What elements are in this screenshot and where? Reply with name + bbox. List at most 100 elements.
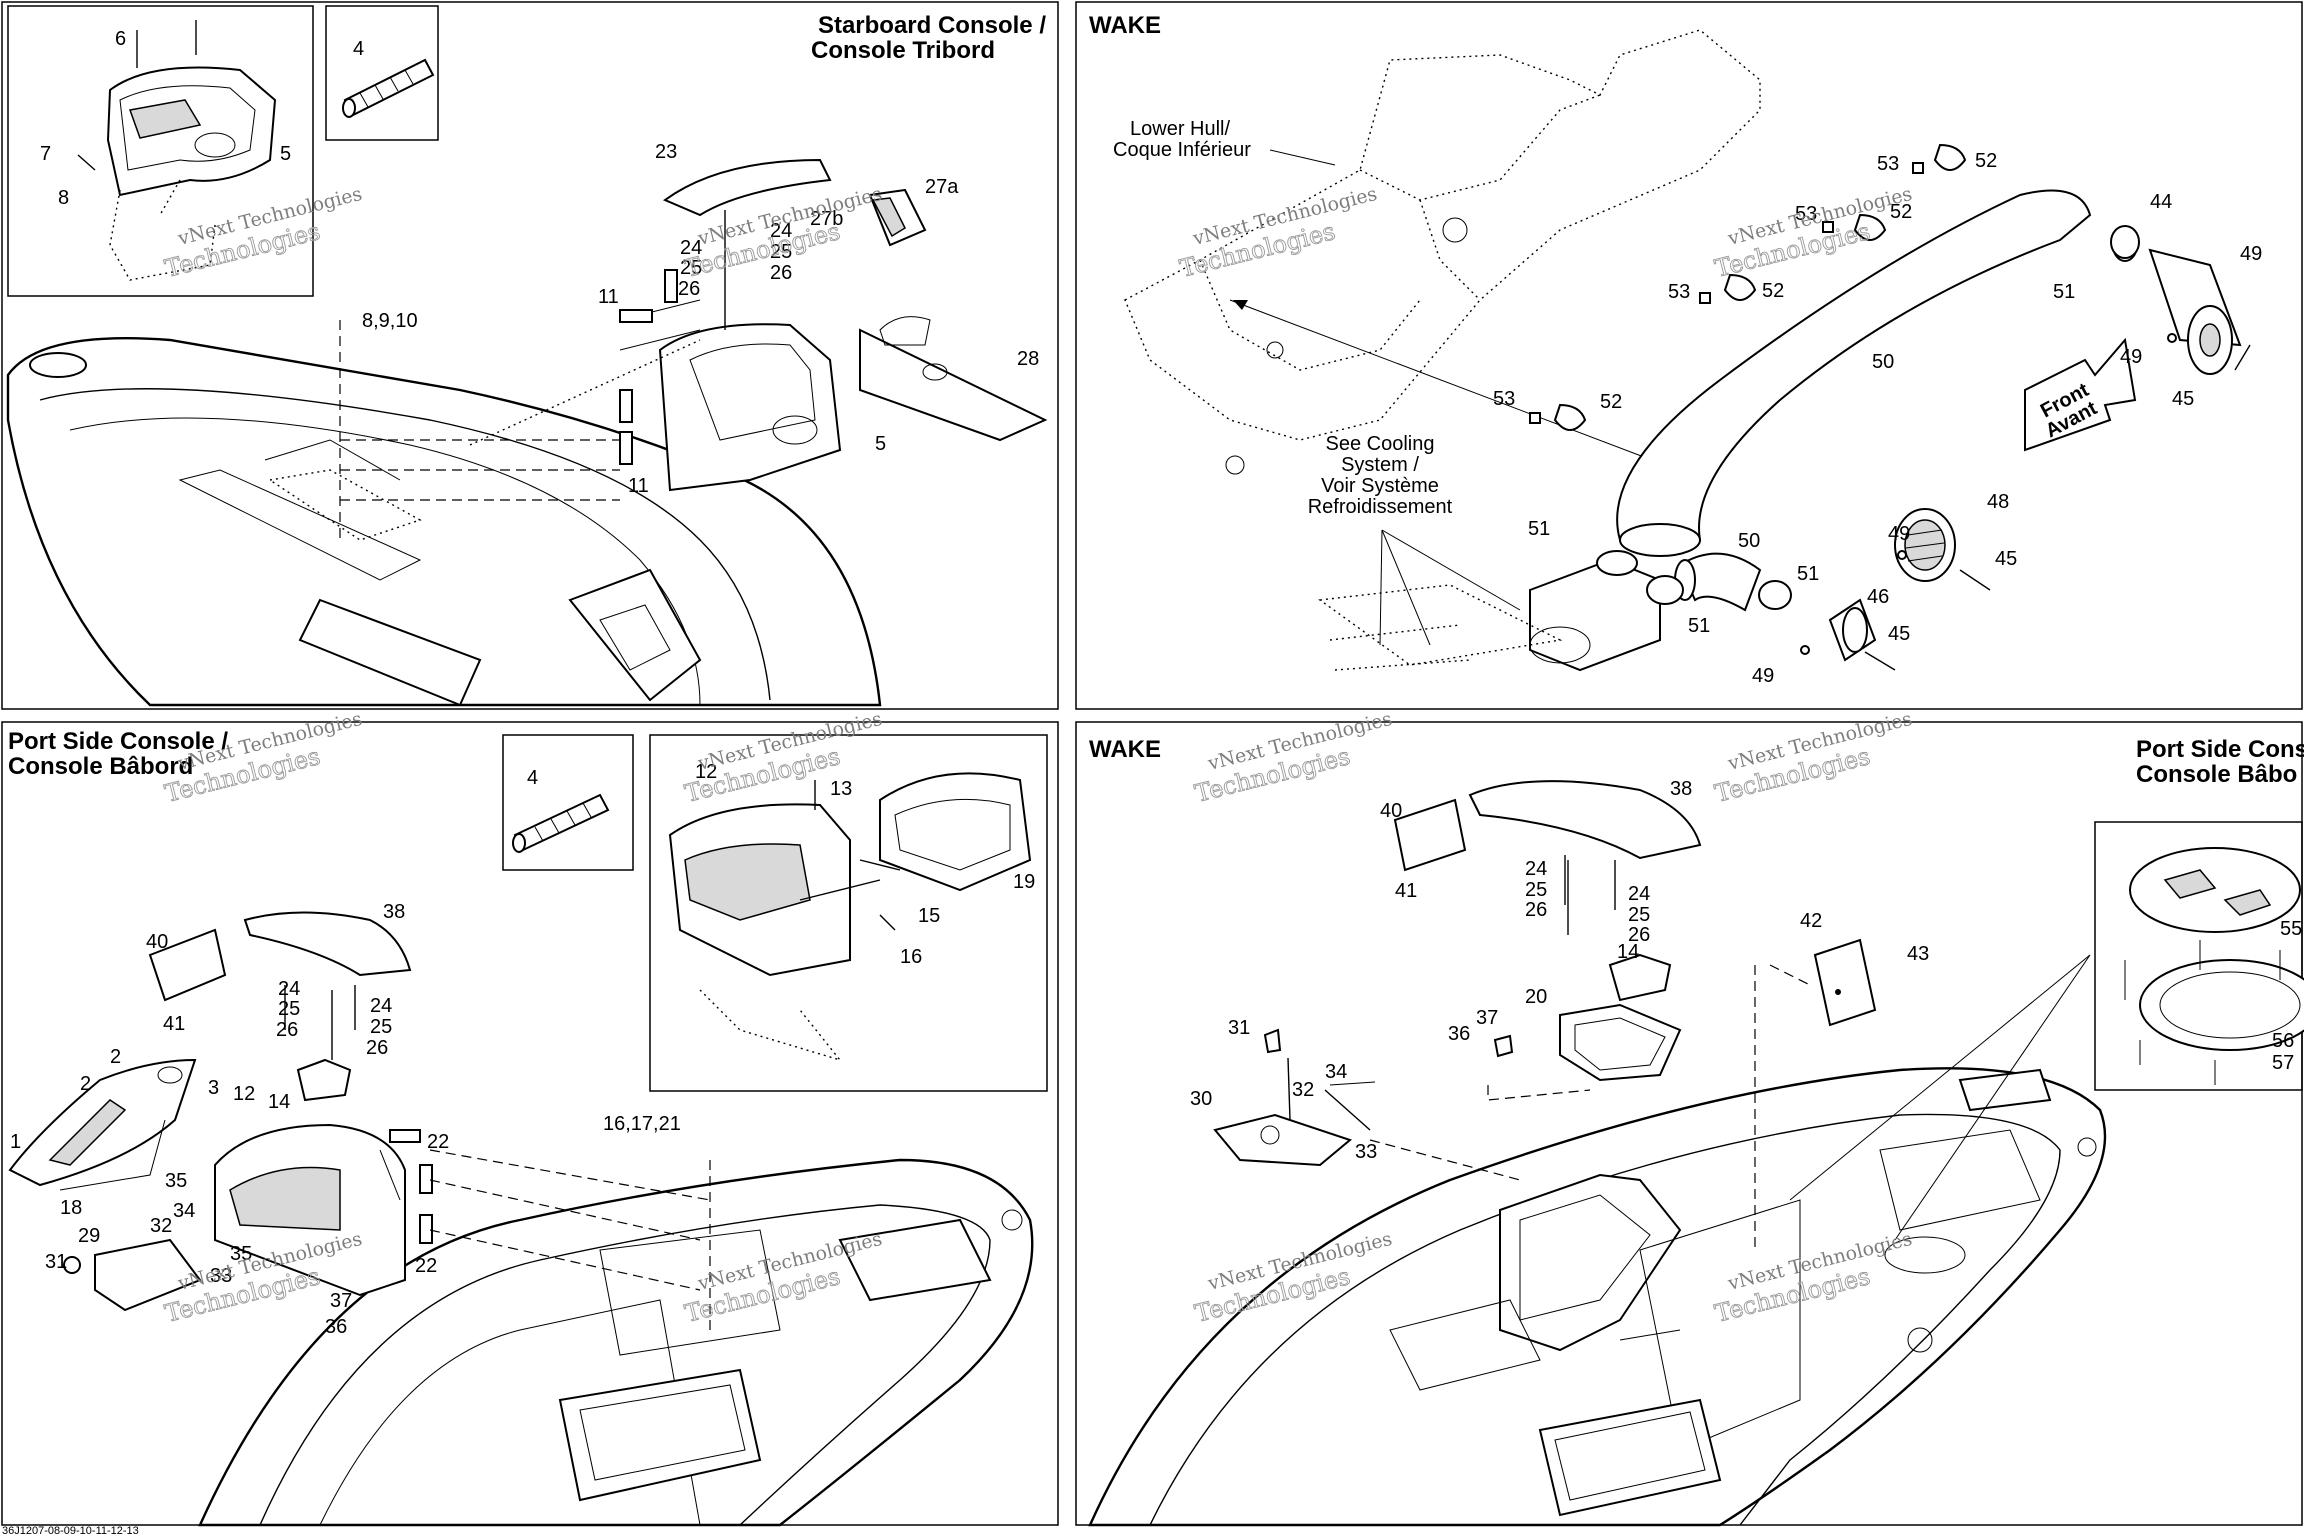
callout-3: 3 [208,1077,219,1099]
callout-25a: 25 [680,257,702,279]
watermark-3: vNext Technologies Technologies [1177,183,1380,283]
callout-33-bottom-right: 33 [1355,1141,1377,1163]
callout-36-bottom-right: 36 [1448,1023,1470,1045]
hull-drawing-top-left [6,337,882,707]
leader-lid-30 [1369,1139,1521,1181]
callout-48: 48 [1987,491,2009,513]
callout-6: 6 [115,28,126,50]
callout-50b: 50 [1738,530,1760,552]
panel-bottom-right: WAKE Port Side Cons Console Bâbo [1088,736,2304,1527]
callout-45c: 45 [1888,623,1910,645]
clamp-51-c [1758,580,1792,610]
callout-53b: 53 [1795,203,1817,225]
callout-8: 8 [58,187,69,209]
callout-29: 29 [78,1225,100,1247]
callout-44: 44 [2150,191,2172,213]
callout-26b: 26 [770,262,792,284]
callout-11a: 11 [598,286,619,308]
tube-part-4 [342,58,435,118]
leader-19 [799,879,881,901]
callout-49d: 49 [1752,665,1774,687]
callout-11b: 11 [628,475,649,497]
callout-43: 43 [1907,943,1929,965]
callout-15: 15 [918,905,940,927]
clamps-52 [1529,143,1967,431]
callout-26a: 26 [678,278,700,300]
note-cooling-line4: Refroidissement [1308,496,1453,518]
callout-5: 5 [875,433,886,455]
callout-53d: 53 [1493,388,1515,410]
callout-4: 4 [353,38,364,60]
front-direction-arrow: Front Avant [2024,337,2137,452]
leader-inset-hatch-b [1894,954,2091,1241]
callout-4-bottom: 4 [527,767,538,789]
callout-34-bottom-right: 34 [1325,1061,1347,1083]
leader-hatch-42 [1769,964,1811,986]
callout-51d: 51 [1688,615,1710,637]
callout-45b: 45 [1995,548,2017,570]
callout-22b: 22 [415,1255,437,1277]
panel-title-wake-top: WAKE [1089,12,1161,39]
callout-16: 16 [900,946,922,968]
tube-part-4-bottom [512,793,610,853]
callout-50a: 50 [1872,351,1894,373]
watermark-7: vNext Technologies Technologies [1192,708,1395,808]
watermark-5: vNext Technologies Technologies [162,708,365,808]
callout-52d: 52 [1600,391,1622,413]
hatch-42-knob [1835,989,1841,995]
leader-inset-hatch-a [1789,954,2091,1201]
callout-36-bottom-left: 36 [325,1316,347,1338]
clamp-51-b [1646,575,1684,605]
callout-51c: 51 [1797,563,1819,585]
panel-title-port-line1: Port Side Console / [8,728,228,755]
callout-30: 30 [1190,1088,1212,1110]
inset-box-tube [325,5,439,141]
glovebox-29 [94,1238,202,1312]
leaders-port-rivets [429,1149,711,1291]
callout-51a: 51 [2053,281,2075,303]
panel-title-wake-bottom: WAKE [1089,736,1161,763]
callout-24a: 24 [680,237,702,259]
cover-38-bottom-left [243,911,412,977]
screw-7 [77,154,96,171]
panel-top-right: WAKE Front Avant [1089,12,2262,687]
leader-tray-20 [1487,1085,1591,1101]
callout-37-bottom-left: 37 [330,1290,352,1312]
watermark-1: vNext Technologies Technologies [162,183,365,283]
inset-box-hatch [2094,821,2303,1091]
panel-title-port-right-line1: Port Side Cons [2136,736,2304,763]
inset-box-starboard-console [7,5,314,297]
panel-title-starboard-line2: Console Tribord [811,37,995,64]
callout-20: 20 [1525,986,1547,1008]
callout-12: 12 [233,1083,255,1105]
callout-14-bottom-right: 14 [1617,941,1639,963]
callout-26e: 26 [1525,899,1547,921]
rivet-strip-22b [419,1164,433,1194]
panel-bottom-left: Port Side Console / Console Bâbord [8,728,1048,1527]
callout-22a: 22 [427,1131,449,1153]
callout-7: 7 [40,143,51,165]
callout-31-bottom-left: 31 [45,1251,67,1273]
callout-24c: 24 [278,978,300,1000]
rivet-strip-c [619,431,633,465]
leaders-rivets [340,439,620,501]
callout-35a: 35 [165,1170,187,1192]
callout-2b: 2 [80,1073,91,1095]
knob-31-bottom-right [1263,1028,1282,1054]
callout-38-bottom-right: 38 [1670,778,1692,800]
callout-26d: 26 [366,1037,388,1059]
hinge-pin-32-33 [1324,1089,1371,1131]
leader-31 [1287,1057,1291,1121]
lid-30-latch [1260,1125,1280,1145]
panel-frame-top-left [1,1,1059,710]
arrowhead-hull [1233,300,1248,310]
port-console-12 [214,1123,406,1297]
rivet-strip-d [619,309,653,323]
callout-24e: 24 [1525,858,1547,880]
grille-48 [1894,508,1956,582]
callout-14-bottom-left: 14 [268,1091,290,1113]
cup-14-bottom-right [1608,953,1672,1002]
rivet-strip-b [619,389,633,423]
callout-51b: 51 [1528,518,1550,540]
